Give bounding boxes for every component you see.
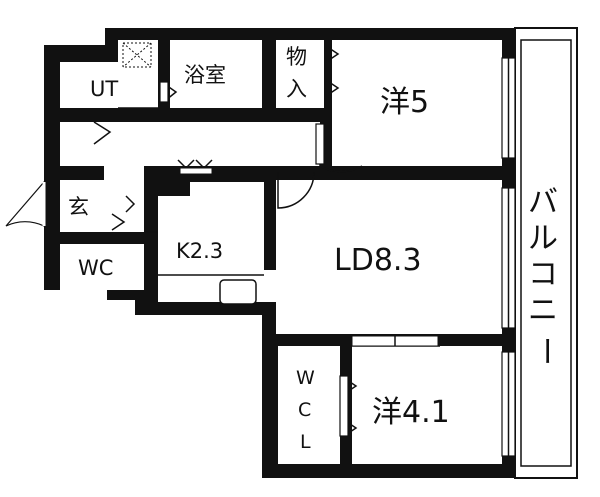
label-kitchen: K2.3 — [176, 239, 223, 263]
label-entrance: 玄 — [68, 195, 89, 219]
balcony-char-3: コ — [528, 257, 558, 292]
label-wcl-c: C — [298, 399, 311, 421]
room-floors — [60, 40, 502, 464]
east-windows — [501, 57, 516, 457]
label-storage-bottom: 入 — [286, 77, 307, 101]
label-ut: UT — [90, 77, 118, 101]
balcony-char-4: ニ — [528, 293, 558, 328]
balcony-char-1: バ — [528, 185, 558, 220]
room-labels: UT 浴室 物 入 洋5 玄 WC K2.3 LD8.3 W C L 洋4.1 — [68, 45, 450, 453]
label-western-41: 洋4.1 — [372, 395, 450, 430]
label-western-5: 洋5 — [380, 85, 429, 120]
label-wcl-l: L — [300, 431, 311, 453]
label-bath: 浴室 — [184, 63, 226, 87]
balcony-char-2: ル — [528, 221, 558, 256]
label-wc: WC — [78, 256, 113, 280]
interior-lines — [118, 42, 440, 347]
balcony-label: バ ル コ ニ ー — [528, 185, 563, 366]
label-wcl-w: W — [296, 367, 315, 389]
label-ld: LD8.3 — [334, 243, 422, 278]
label-storage-top: 物 — [286, 45, 307, 69]
doors — [5, 45, 363, 437]
balcony-char-5: ー — [528, 336, 563, 366]
